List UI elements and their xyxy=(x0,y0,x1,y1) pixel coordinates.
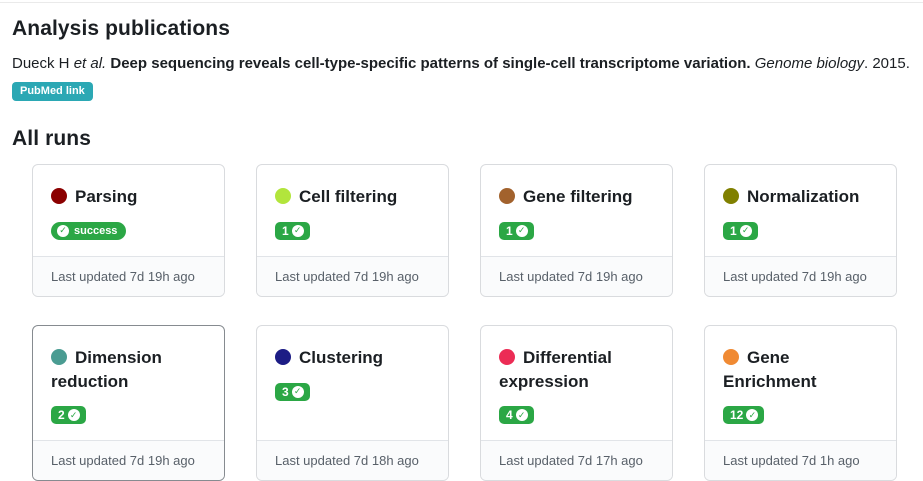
run-count-badge: 1✓ xyxy=(275,221,310,240)
check-circle-icon: ✓ xyxy=(291,224,304,237)
run-count: 4 xyxy=(506,408,513,423)
citation-authors: Dueck H xyxy=(12,55,74,72)
citation-year: . 2015. xyxy=(864,55,910,72)
check-circle-icon: ✓ xyxy=(746,409,759,422)
status-label: success xyxy=(74,224,118,237)
run-card-clustering[interactable]: Clustering 3✓ Last updated 7d 18h ago xyxy=(256,324,449,481)
citation-journal: Genome biology xyxy=(754,55,864,72)
last-updated-text: Last updated 7d 19h ago xyxy=(257,255,448,296)
run-color-dot xyxy=(723,188,739,204)
run-title-text: Cell filtering xyxy=(299,187,398,206)
run-title: Dimension reduction xyxy=(51,346,206,394)
run-title: Normalization xyxy=(723,185,878,209)
run-count: 1 xyxy=(730,223,737,238)
card-body: Normalization 1✓ xyxy=(705,165,896,256)
check-circle-icon: ✓ xyxy=(291,385,304,398)
run-title: Gene Enrichment xyxy=(723,346,878,394)
publication-citation: Dueck H et al. Deep sequencing reveals c… xyxy=(12,55,911,72)
run-count-badge: 4✓ xyxy=(499,406,534,425)
run-title-text: Gene filtering xyxy=(523,187,633,206)
run-card-gene-filtering[interactable]: Gene filtering 1✓ Last updated 7d 19h ag… xyxy=(480,164,673,297)
run-card-parsing[interactable]: Parsing ✓ success Last updated 7d 19h ago xyxy=(32,164,225,297)
run-color-dot xyxy=(51,188,67,204)
run-count-badge: 2✓ xyxy=(51,406,86,425)
run-color-dot xyxy=(499,188,515,204)
run-count: 3 xyxy=(282,384,289,399)
run-card-differential-expression[interactable]: Differential expression 4✓ Last updated … xyxy=(480,324,673,481)
publications-heading: Analysis publications xyxy=(12,17,230,40)
run-count: 12 xyxy=(730,408,744,423)
runs-grid: Parsing ✓ success Last updated 7d 19h ago… xyxy=(32,164,911,481)
check-circle-icon: ✓ xyxy=(739,224,752,237)
run-title: Differential expression xyxy=(499,346,654,394)
last-updated-text: Last updated 7d 19h ago xyxy=(481,255,672,296)
run-title-text: Parsing xyxy=(75,187,138,206)
run-title-text: Dimension reduction xyxy=(51,347,162,391)
status-badge: ✓ success xyxy=(51,221,127,240)
run-count: 1 xyxy=(506,223,513,238)
run-card-normalization[interactable]: Normalization 1✓ Last updated 7d 19h ago xyxy=(704,164,897,297)
run-title-text: Differential expression xyxy=(499,347,612,391)
run-title-text: Normalization xyxy=(747,187,860,206)
run-color-dot xyxy=(275,348,291,365)
last-updated-text: Last updated 7d 1h ago xyxy=(705,440,896,481)
check-circle-icon: ✓ xyxy=(67,409,80,422)
run-count-badge: 12✓ xyxy=(723,406,765,425)
citation-etal: et al. xyxy=(73,55,107,72)
last-updated-text: Last updated 7d 19h ago xyxy=(33,255,224,296)
run-card-dimension-reduction[interactable]: Dimension reduction 2✓ Last updated 7d 1… xyxy=(32,324,225,481)
run-count: 1 xyxy=(282,223,289,238)
all-runs-heading: All runs xyxy=(12,127,91,150)
run-count-badge: 3✓ xyxy=(275,382,310,401)
citation-title: Deep sequencing reveals cell-type-specif… xyxy=(106,55,755,72)
run-count: 2 xyxy=(58,408,65,423)
card-body: Cell filtering 1✓ xyxy=(257,165,448,256)
run-count-badge: 1✓ xyxy=(499,221,534,240)
card-body: Dimension reduction 2✓ xyxy=(33,326,224,441)
run-color-dot xyxy=(275,188,291,204)
last-updated-text: Last updated 7d 19h ago xyxy=(705,255,896,296)
run-card-gene-enrichment[interactable]: Gene Enrichment 12✓ Last updated 7d 1h a… xyxy=(704,324,897,481)
last-updated-text: Last updated 7d 19h ago xyxy=(33,440,224,481)
card-body: Parsing ✓ success xyxy=(33,165,224,256)
run-color-dot xyxy=(51,348,67,365)
run-title: Clustering xyxy=(275,346,430,370)
run-title: Cell filtering xyxy=(275,185,430,209)
card-body: Gene filtering 1✓ xyxy=(481,165,672,256)
run-title-text: Gene Enrichment xyxy=(723,347,817,391)
card-body: Differential expression 4✓ xyxy=(481,326,672,441)
run-card-cell-filtering[interactable]: Cell filtering 1✓ Last updated 7d 19h ag… xyxy=(256,164,449,297)
card-body: Clustering 3✓ xyxy=(257,326,448,441)
check-circle-icon: ✓ xyxy=(57,224,69,237)
run-color-dot xyxy=(723,348,739,365)
pubmed-link-button[interactable]: PubMed link xyxy=(12,82,93,101)
card-body: Gene Enrichment 12✓ xyxy=(705,326,896,441)
run-title: Parsing xyxy=(51,185,206,209)
last-updated-text: Last updated 7d 18h ago xyxy=(257,440,448,481)
run-title: Gene filtering xyxy=(499,185,654,209)
check-circle-icon: ✓ xyxy=(515,409,528,422)
run-color-dot xyxy=(499,348,515,365)
run-count-badge: 1✓ xyxy=(723,221,758,240)
check-circle-icon: ✓ xyxy=(515,224,528,237)
run-title-text: Clustering xyxy=(299,347,384,367)
last-updated-text: Last updated 7d 17h ago xyxy=(481,440,672,481)
